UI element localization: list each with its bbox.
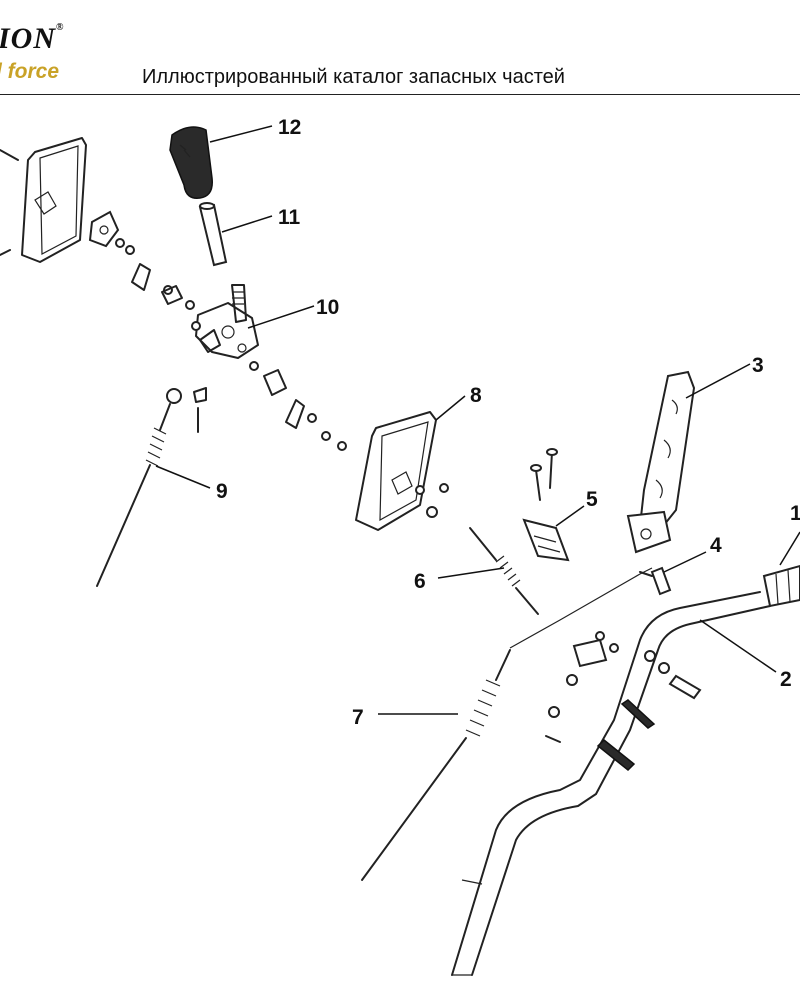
callout-3: 3 [752, 354, 764, 377]
callout-11: 11 [278, 206, 301, 229]
callout-4: 4 [710, 534, 722, 557]
part-7-cable [361, 567, 653, 881]
hardware-washers-nuts [88, 210, 347, 451]
part-3-shaft [626, 370, 696, 554]
catalog-title: Иллюстрированный каталог запасных частей [142, 66, 565, 88]
page-header: ION® l force Иллюстрированный каталог за… [0, 0, 800, 96]
brand-logo-top: ION® [0, 22, 65, 55]
callout-5: 5 [586, 488, 598, 511]
part-8-bracket [355, 411, 449, 531]
callout-7: 7 [352, 706, 364, 729]
part-11-rod [198, 202, 228, 267]
part-12-knob [169, 126, 213, 199]
exploded-parts-diagram: 12 11 10 3 8 5 4 2 9 6 7 1 [0, 116, 800, 976]
callout-6: 6 [414, 570, 426, 593]
brand-logo-tagline: l force [0, 60, 60, 83]
header-divider [0, 94, 800, 95]
part-9-cable [96, 388, 182, 587]
part-2-handle-tube [451, 591, 771, 976]
part-5-clamp [522, 448, 570, 562]
left-bracket-part [0, 137, 87, 263]
callout-9: 9 [216, 480, 228, 503]
callout-2: 2 [780, 668, 792, 691]
callout-labels: 12 11 10 3 8 5 4 2 9 6 7 1 [216, 116, 800, 729]
callout-8: 8 [470, 384, 482, 407]
callout-12: 12 [278, 116, 301, 139]
callout-10: 10 [316, 296, 339, 319]
part-10-lever-mechanism [195, 284, 259, 359]
leader-lines [155, 125, 800, 715]
part-1-grip [762, 564, 800, 608]
part-6-cable-end [469, 527, 539, 615]
callout-1: 1 [790, 502, 800, 525]
